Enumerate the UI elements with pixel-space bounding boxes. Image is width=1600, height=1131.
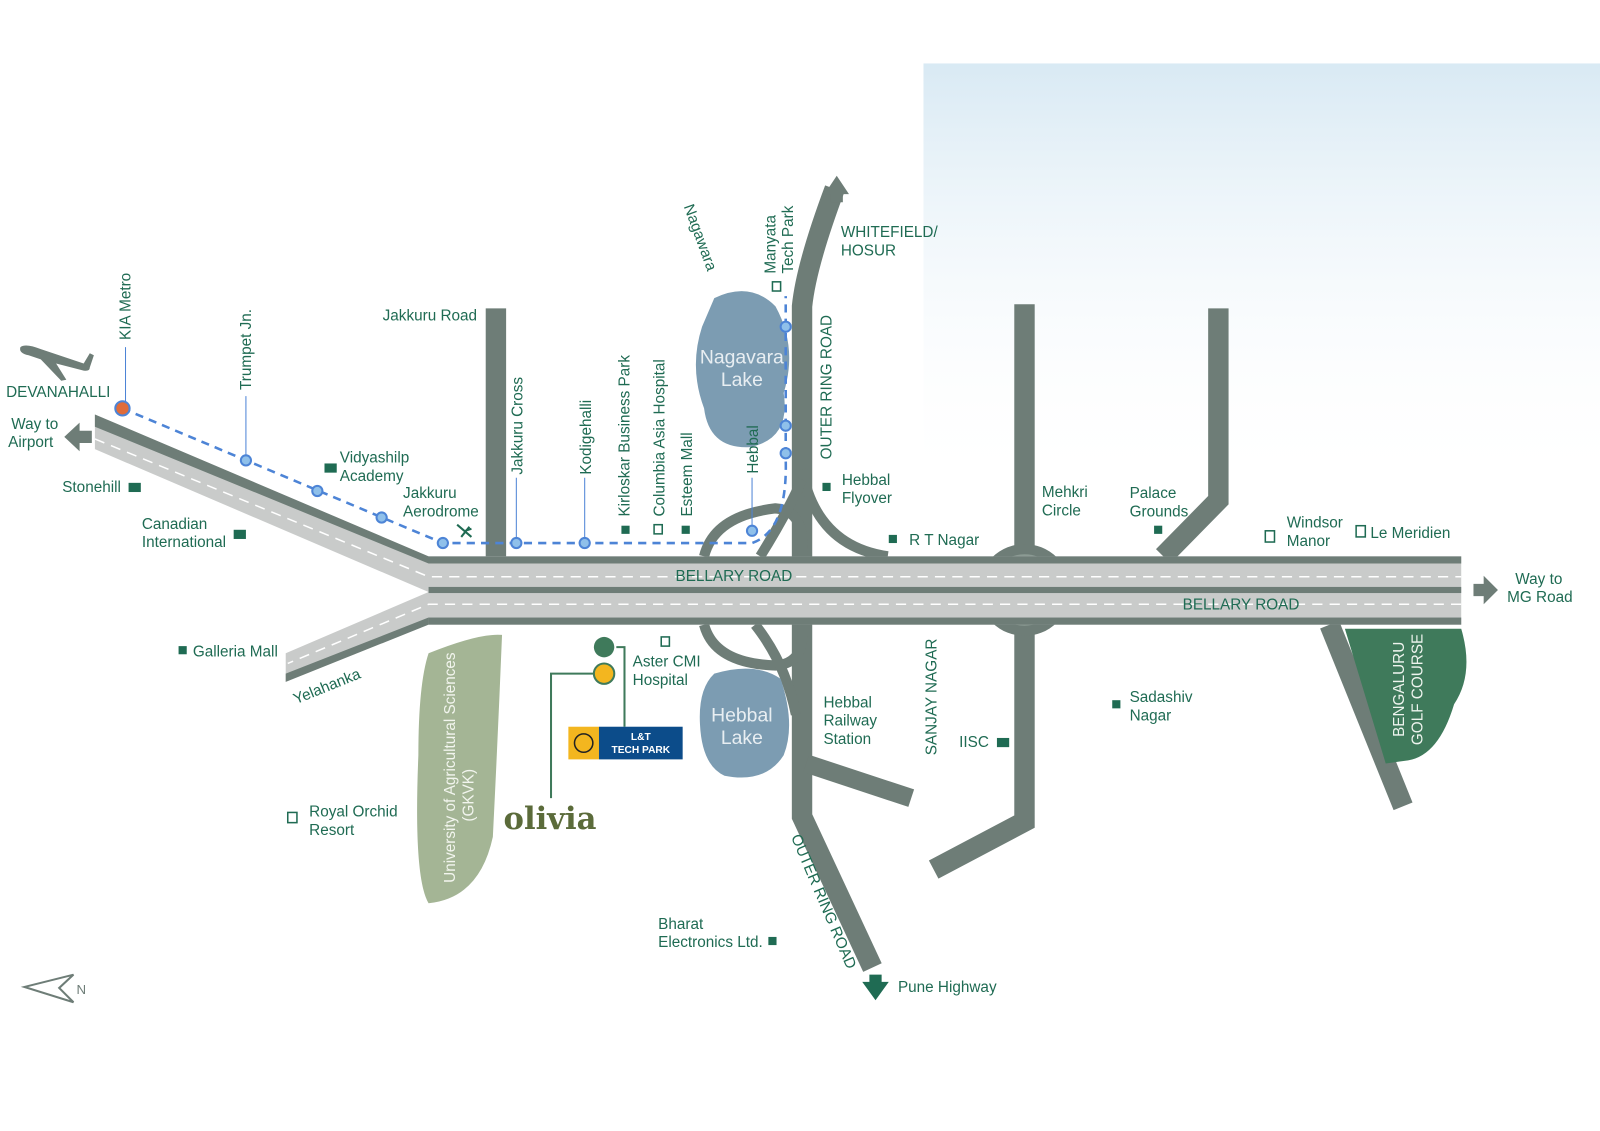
golf-course (1344, 628, 1467, 764)
label-sanjay-nagar: SANJAY NAGAR (924, 639, 941, 756)
label-manyata-1: Manyata (763, 215, 780, 274)
north-arrow-icon: N (20, 973, 87, 1004)
label-way-mg-1: Way to (1515, 571, 1562, 588)
north-label: N (77, 982, 87, 997)
pune-arrow (862, 974, 889, 1001)
label-aster-1: Aster CMI (633, 654, 701, 671)
label-iisc: IISC (959, 734, 989, 751)
nagavara-lake (695, 291, 790, 448)
label-palace-2: Grounds (1130, 504, 1189, 521)
label-golf-1: BENGALURU (1391, 642, 1408, 737)
lt-tech-park-logo: L&T TECH PARK (568, 726, 683, 760)
label-vidyashilp-1: Vidyashilp (340, 449, 409, 466)
label-jakkuru-road: Jakkuru Road (383, 308, 477, 325)
label-jakkuru-cross: Jakkuru Cross (509, 377, 526, 475)
label-gkvk-1: University of Agricultural Sciences (442, 652, 459, 883)
label-bellary-road-2: BELLARY ROAD (1183, 596, 1300, 613)
label-aerodrome-2: Aerodrome (403, 504, 479, 521)
label-golf-2: GOLF COURSE (1409, 634, 1426, 745)
label-whitefield-2: HOSUR (841, 242, 896, 259)
airport-arrow (64, 422, 92, 452)
label-whitefield-1: WHITEFIELD/ (841, 224, 939, 241)
label-nagawara: Nagawara (680, 202, 720, 274)
hebbal-lake (699, 668, 790, 778)
label-aster-2: Hospital (633, 672, 688, 689)
lt-label: L&T (631, 732, 652, 743)
label-bel-1: Bharat (658, 916, 704, 933)
map-labels: DEVANAHALLI Way to Airport KIA Metro Tru… (6, 202, 1572, 996)
label-pune-highway: Pune Highway (898, 979, 997, 996)
label-hebbal-lake-2: Lake (721, 727, 763, 749)
side-roads (485, 304, 1413, 879)
label-mekhri-2: Circle (1042, 502, 1081, 519)
label-orr-top: OUTER RING ROAD (819, 315, 836, 459)
label-windsor-2: Manor (1287, 533, 1330, 550)
poi-square-markers (178, 482, 1163, 946)
label-mekhri-1: Mehkri (1042, 484, 1088, 501)
hospital-icons (653, 281, 782, 647)
label-kodigehalli: Kodigehalli (578, 400, 595, 475)
label-nagavara-lake-1: Nagavara (700, 346, 784, 368)
aerodrome-plane-icon (456, 523, 473, 538)
label-hebbal-flyover-1: Hebbal (842, 472, 890, 489)
label-hebbal-station: Hebbal (745, 425, 762, 473)
label-aerodrome-1: Jakkuru (403, 485, 457, 502)
mg-road-arrow (1473, 575, 1498, 605)
label-royal-orchid-1: Royal Orchid (309, 804, 397, 821)
aster-marker (593, 636, 615, 658)
label-kirloskar: Kirloskar Business Park (617, 355, 634, 517)
label-railway-2: Railway (823, 713, 877, 730)
label-kia-metro: KIA Metro (118, 273, 135, 340)
label-bellary-road-1: BELLARY ROAD (676, 568, 793, 585)
bellary-road (94, 414, 1462, 682)
sky-wash (923, 63, 1600, 493)
label-palace-1: Palace (1130, 485, 1177, 502)
golf-road (1320, 620, 1413, 811)
outer-ring-road (699, 185, 915, 972)
airplane-icon (20, 345, 94, 381)
label-esteem: Esteem Mall (679, 432, 696, 516)
gkvk-campus (417, 634, 503, 904)
label-manyata-2: Tech Park (780, 205, 797, 273)
label-hebbal-lake-1: Hebbal (711, 705, 772, 727)
label-nagavara-lake-2: Lake (721, 369, 763, 391)
label-rt-nagar: R T Nagar (909, 532, 979, 549)
hotel-icons (286, 524, 1367, 824)
palace-road (1155, 308, 1229, 564)
school-icons (128, 463, 1010, 748)
label-trumpet: Trumpet Jn. (238, 309, 255, 390)
label-railway-1: Hebbal (823, 694, 871, 711)
label-devanahalli: DEVANAHALLI (6, 384, 110, 401)
label-windsor-1: Windsor (1287, 515, 1343, 532)
station-leaders (125, 347, 753, 538)
project-marker (592, 662, 616, 685)
label-vidyashilp-2: Academy (340, 468, 404, 485)
label-columbia: Columbia Asia Hospital (651, 359, 668, 516)
connector-lines (550, 646, 626, 799)
sanjay-nagar-road (928, 627, 1035, 879)
label-stonehill: Stonehill (62, 479, 121, 496)
label-sadashiv-2: Nagar (1130, 708, 1172, 725)
label-galleria: Galleria Mall (193, 643, 278, 660)
label-gkvk-2: (GKVK) (460, 769, 477, 822)
label-canadian-1: Canadian (142, 516, 208, 533)
kia-metro-marker (114, 400, 131, 417)
label-way-airport-1: Way to (11, 416, 58, 433)
label-sadashiv-1: Sadashiv (1130, 689, 1193, 706)
tech-park-label: TECH PARK (611, 745, 670, 756)
label-way-mg-2: MG Road (1507, 589, 1572, 606)
label-hebbal-flyover-2: Flyover (842, 490, 892, 507)
label-le-meridien: Le Meridien (1370, 525, 1450, 542)
label-royal-orchid-2: Resort (309, 822, 355, 839)
metro-line (121, 296, 788, 545)
label-way-airport-2: Airport (8, 434, 54, 451)
olivia-logo: olivia (504, 801, 597, 837)
label-canadian-2: International (142, 534, 226, 551)
label-bel-2: Electronics Ltd. (658, 934, 763, 951)
label-railway-3: Station (823, 731, 871, 748)
